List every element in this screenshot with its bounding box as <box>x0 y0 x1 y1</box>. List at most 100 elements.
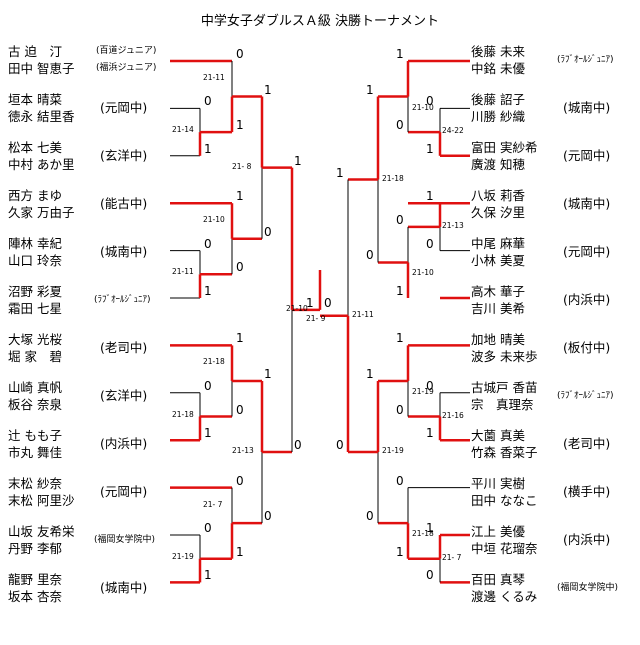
player-name: 田中 智恵子 <box>8 61 75 76</box>
player-name: 中銘 未優 <box>471 61 525 76</box>
player-name: 波多 未来歩 <box>471 349 538 364</box>
player-name: 八坂 莉香 <box>471 188 525 203</box>
match-score: 0 <box>336 438 344 453</box>
player-name: 平川 実樹 <box>471 476 525 491</box>
team-name: (老司中) <box>100 340 148 355</box>
final-score: 1 <box>306 295 314 310</box>
player-name: 加地 晴美 <box>471 332 525 347</box>
match-score: 0 <box>204 94 212 109</box>
game-score: 21-13 <box>232 446 254 456</box>
player-name: 板谷 奈泉 <box>8 397 62 412</box>
player-name: 沼野 彩夏 <box>8 284 62 299</box>
match-score: 1 <box>236 118 244 133</box>
match-score: 1 <box>204 426 212 441</box>
game-score: 21-10 <box>286 303 308 313</box>
player-name: 山坂 友希栄 <box>8 524 75 539</box>
team-name: (元岡中) <box>100 100 148 115</box>
match-score: 1 <box>204 568 212 583</box>
match-score: 1 <box>294 153 302 168</box>
player-name: 大薗 真美 <box>471 428 525 443</box>
player-name: 後藤 未来 <box>471 44 525 59</box>
player-name: 富田 実紗希 <box>471 140 538 155</box>
game-score: 21- 8 <box>232 161 252 171</box>
match-score: 1 <box>204 284 212 298</box>
game-score: 21-19 <box>172 551 194 561</box>
team-name: (城南中) <box>100 244 148 259</box>
team-name: (ﾗﾌﾞｵｰﾙｼﾞｭﾆｱ) <box>94 295 151 305</box>
game-score: 21-16 <box>442 410 464 420</box>
match-score: 1 <box>396 544 404 559</box>
team-name: (城南中) <box>563 100 611 115</box>
game-score: 21-19 <box>412 386 434 396</box>
match-score: 0 <box>264 509 272 524</box>
match-score: 1 <box>264 82 272 97</box>
game-score: 21-14 <box>172 125 194 135</box>
player-name: 陣林 幸紀 <box>8 236 62 251</box>
player-name: 丹野 李郁 <box>8 541 62 556</box>
match-score: 1 <box>336 165 344 180</box>
team-name: (玄洋中) <box>100 148 148 163</box>
player-name: 中尾 麻華 <box>471 236 525 251</box>
player-name: 中村 あか里 <box>8 157 75 172</box>
game-score: 21-13 <box>442 220 464 230</box>
match-score: 0 <box>236 402 244 417</box>
player-name: 堀 家 碧 <box>8 349 62 364</box>
team-name: (内浜中) <box>563 292 611 307</box>
player-name: 霜田 七星 <box>8 301 62 316</box>
match-score: 0 <box>396 118 404 133</box>
player-name: 高木 華子 <box>471 284 525 299</box>
match-score: 1 <box>236 331 244 346</box>
game-score: 21- 9 <box>306 313 326 323</box>
game-score: 21-11 <box>352 309 374 319</box>
player-name: 松本 七美 <box>8 140 62 155</box>
game-score: 21-19 <box>382 446 404 456</box>
match-score: 0 <box>204 378 212 393</box>
player-name: 山口 玲奈 <box>8 253 62 268</box>
match-score: 1 <box>396 284 404 298</box>
game-score: 21- 7 <box>442 552 462 562</box>
player-name: 西方 まゆ <box>8 188 62 203</box>
match-score: 0 <box>236 473 244 488</box>
game-score: 21-10 <box>203 215 225 225</box>
team-name: (板付中) <box>563 340 611 355</box>
match-score: 1 <box>396 47 404 61</box>
player-name: 末松 阿里沙 <box>8 493 75 508</box>
team-name: (ﾗﾌﾞｵｰﾙｼﾞｭﾆｱ) <box>557 55 614 65</box>
team-name: (ﾗﾌﾞｵｰﾙｼﾞｭﾆｱ) <box>557 391 614 401</box>
player-name: 廣渡 知穂 <box>471 157 525 172</box>
player-name: 市丸 舞佳 <box>8 445 62 460</box>
team-name: (玄洋中) <box>100 388 148 403</box>
player-name: 小林 美夏 <box>471 253 525 268</box>
game-score: 21-10 <box>412 268 434 278</box>
team-name: (福浜ジュニア) <box>96 63 157 73</box>
player-name: 江上 美優 <box>471 524 525 539</box>
match-score: 1 <box>366 366 374 381</box>
match-score: 0 <box>264 224 272 239</box>
team-name: (城南中) <box>100 580 148 595</box>
game-score: 21-11 <box>203 73 225 82</box>
player-name: 久家 万由子 <box>8 205 75 220</box>
team-name: (老司中) <box>563 436 611 451</box>
match-score: 0 <box>236 47 244 61</box>
game-score: 21-18 <box>382 173 404 183</box>
match-score: 1 <box>396 331 404 346</box>
final-score: 0 <box>324 295 332 310</box>
team-name: (百道ジュニア) <box>96 46 157 56</box>
player-name: 辻 もも子 <box>8 428 62 443</box>
player-name: 古城戸 香苗 <box>471 380 538 395</box>
player-name: 大塚 光桜 <box>8 332 62 347</box>
player-name: 古 迫 汀 <box>8 44 62 59</box>
match-score: 1 <box>204 141 212 156</box>
match-score: 1 <box>426 189 434 204</box>
player-name: 後藤 詔子 <box>471 92 525 107</box>
player-name: 垣本 晴菜 <box>8 92 62 107</box>
match-score: 1 <box>426 521 434 535</box>
player-name: 龍野 里奈 <box>8 572 62 587</box>
game-score: 21- 7 <box>203 499 223 509</box>
match-score: 0 <box>426 236 434 251</box>
player-name: 末松 紗奈 <box>8 476 62 491</box>
match-score: 0 <box>204 236 212 251</box>
player-name: 久保 汐里 <box>471 205 525 220</box>
team-name: (福岡女学院中) <box>557 583 619 593</box>
